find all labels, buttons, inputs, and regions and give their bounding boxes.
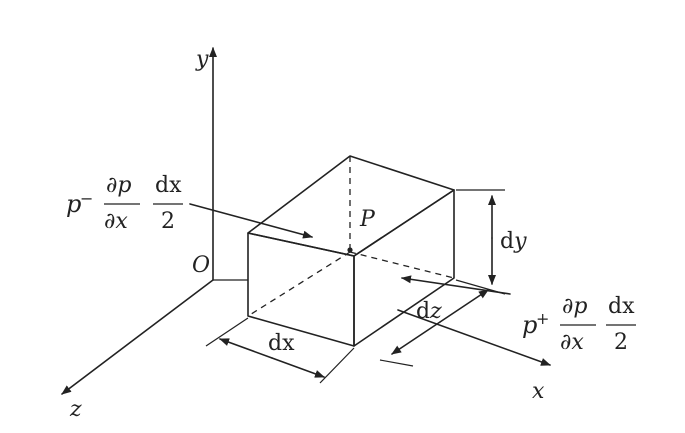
dimension-dz [379,289,489,367]
hidden-edge-right [349,251,455,279]
right-pressure-expression: p + ∂p ∂x dx 2 [522,294,636,355]
hidden-edge-left [247,251,351,317]
dy-label: dy [500,229,527,254]
right-pressure-dp: ∂p [562,294,587,319]
right-pressure-p: p [522,311,537,339]
dx-label: dx [268,331,295,356]
box-top-face [247,155,455,257]
dx-extension-right [319,347,355,384]
fluid-element-box [247,155,455,347]
right-pressure-dx-den: ∂x [560,330,584,355]
point-p-marker [347,247,353,253]
right-pressure-two: 2 [614,330,628,355]
dz-arrow-down [391,321,441,355]
dx-arrow-right [271,357,325,378]
left-pressure-two: 2 [161,209,175,234]
left-pressure-expression: p − ∂p ∂x dx 2 [66,173,183,234]
z-axis-label: z [69,397,82,422]
origin-label: O [192,253,210,278]
dx-extension-left [205,317,249,347]
pressure-arrows [189,203,511,295]
x-axis [397,309,551,366]
right-pressure-sign: + [536,309,549,328]
coordinate-axes [61,47,551,395]
point-p-label: P [359,207,376,232]
z-axis [61,279,214,395]
y-axis-label: y [195,47,209,72]
left-pressure-p: p [66,190,81,218]
left-pressure-dx-den: ∂x [104,209,128,234]
x-axis-label: x [532,379,545,404]
box-front-face [247,232,355,347]
dx-arrow-left [219,338,273,359]
dimension-dx [205,317,355,384]
dimension-dy [455,189,506,295]
box-right-face [353,189,455,347]
right-pressure-arrow [401,275,511,295]
left-pressure-arrow [189,203,313,239]
left-pressure-sign: − [80,189,93,208]
dz-arrow-up [439,289,489,323]
dy-extension-bottom [455,279,506,295]
dz-label: dz [416,299,442,324]
right-pressure-dx-num: dx [608,294,635,319]
left-pressure-dp: ∂p [106,173,131,198]
dz-extension [379,359,414,367]
left-pressure-dx-num: dx [155,173,182,198]
